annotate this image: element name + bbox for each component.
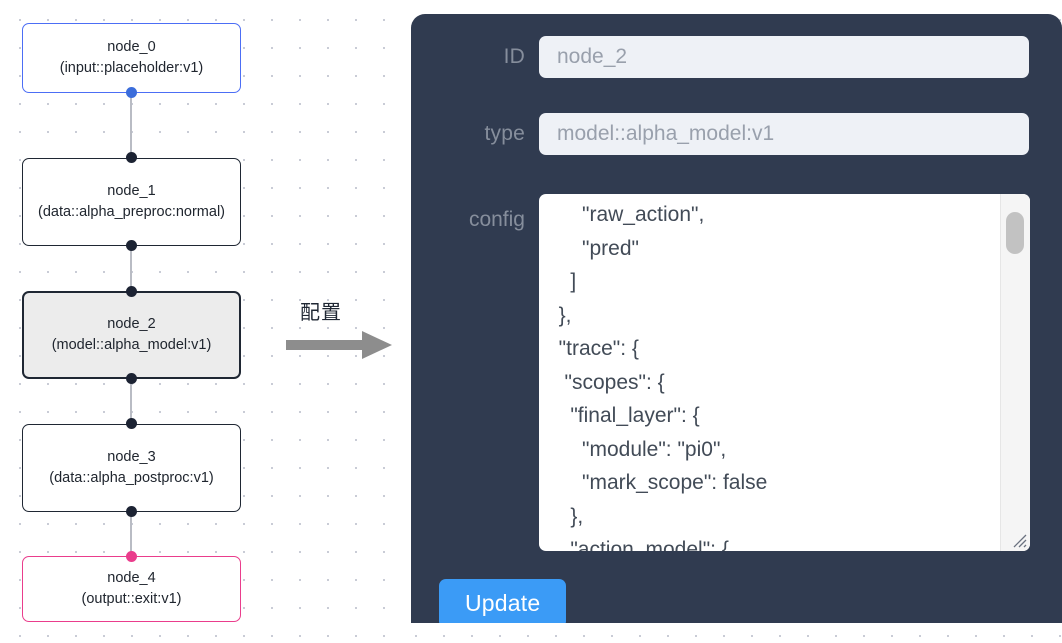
node-id-label: node_1 [107,182,156,199]
flow-arrow-icon [286,331,392,359]
node-type-label: (output::exit:v1) [81,591,182,607]
node-handle-source-node_3[interactable] [126,506,137,517]
config-field-row: config [429,194,1054,551]
id-input[interactable] [539,36,1029,78]
flow-arrow-label: 配置 [300,300,342,324]
node-type-label: (data::alpha_postproc:v1) [49,470,214,486]
id-field-label: ID [503,45,525,68]
edge-node0-node1 [130,92,132,162]
update-button[interactable]: Update [439,579,567,623]
config-scrollbar[interactable] [1000,194,1030,551]
config-textarea[interactable] [539,194,1030,551]
node-handle-source-node_2[interactable] [126,373,137,384]
node-id-label: node_2 [107,315,156,332]
node-config-panel: ID type config Update [411,14,1062,623]
node-type-label: (data::alpha_preproc:normal) [38,204,225,220]
edge-node3-node4 [130,511,132,555]
config-scrollbar-thumb[interactable] [1006,212,1024,254]
type-field-row: type [429,113,1049,155]
flow-arrow-group: 配置 [286,296,398,364]
graph-node-node_2[interactable]: node_2 (model::alpha_model:v1) [22,291,241,379]
graph-node-node_3[interactable]: node_3 (data::alpha_postproc:v1) [22,424,241,512]
node-handle-source-node_0[interactable] [126,87,137,98]
node-handle-target-node_1[interactable] [126,152,137,163]
node-handle-target-node_3[interactable] [126,418,137,429]
edge-node2-node3 [130,375,132,426]
node-handle-source-node_1[interactable] [126,240,137,251]
type-field-label: type [484,122,525,145]
id-field-row: ID [429,36,1049,78]
graph-node-node_1[interactable]: node_1 (data::alpha_preproc:normal) [22,158,241,246]
node-type-label: (input::placeholder:v1) [59,60,204,76]
node-id-label: node_0 [107,38,156,55]
node-id-label: node_4 [107,569,156,586]
resize-handle-icon[interactable] [1010,531,1028,549]
graph-node-node_4[interactable]: node_4 (output::exit:v1) [22,556,241,622]
node-type-label: (model::alpha_model:v1) [51,337,212,353]
edge-node1-node2 [130,245,132,297]
config-field-label: config [468,208,525,231]
node-handle-target-node_2[interactable] [126,286,137,297]
config-textarea-wrapper [539,194,1030,551]
node-handle-target-node_4[interactable] [126,551,137,562]
type-input[interactable] [539,113,1029,155]
graph-node-node_0[interactable]: node_0 (input::placeholder:v1) [22,23,241,93]
graph-canvas[interactable]: node_0 (input::placeholder:v1) node_1 (d… [0,0,410,643]
node-id-label: node_3 [107,448,156,465]
